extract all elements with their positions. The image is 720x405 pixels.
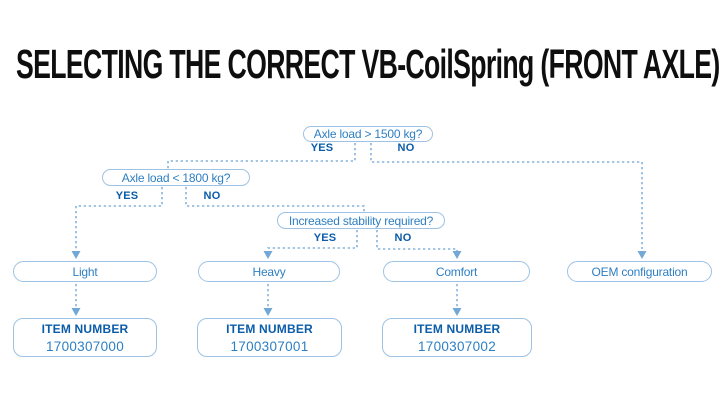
item-number-value: 1700307002	[417, 338, 497, 354]
no-label-3: NO	[394, 232, 412, 244]
decision-axle-load-1800: Axle load < 1800 kg?	[102, 169, 250, 186]
decision-question: Increased stability required?	[288, 213, 434, 228]
decision-axle-load-1500: Axle load > 1500 kg?	[303, 126, 433, 142]
option-label: Heavy	[252, 264, 286, 279]
item-number-value: 1700307001	[230, 338, 309, 354]
option-comfort: Comfort	[383, 261, 530, 282]
option-label: Light	[72, 264, 98, 279]
yes-label-3: YES	[313, 232, 337, 244]
option-heavy: Heavy	[198, 261, 340, 282]
item-number-box-3: ITEM NUMBER 1700307002	[382, 318, 532, 357]
item-number-heading: ITEM NUMBER	[41, 321, 129, 336]
item-number-box-2: ITEM NUMBER 1700307001	[197, 318, 342, 357]
no-label-2: NO	[203, 190, 221, 202]
option-label: OEM configuration	[591, 264, 688, 279]
page-title: SELECTING THE CORRECT VB-CoilSpring (FRO…	[16, 41, 720, 87]
item-number-heading: ITEM NUMBER	[413, 321, 501, 336]
decision-question: Axle load > 1500 kg?	[313, 127, 423, 141]
option-label: Comfort	[435, 264, 478, 279]
item-number-box-1: ITEM NUMBER 1700307000	[13, 318, 157, 357]
option-oem-configuration: OEM configuration	[567, 261, 712, 282]
option-light: Light	[13, 261, 157, 282]
arrowhead-icons	[71, 251, 647, 316]
item-number-heading: ITEM NUMBER	[226, 321, 313, 336]
item-number-value: 1700307000	[45, 338, 125, 354]
yes-label-1: YES	[310, 142, 334, 154]
decision-increased-stability: Increased stability required?	[277, 212, 445, 229]
no-label-1: NO	[397, 142, 415, 154]
yes-label-2: YES	[115, 190, 139, 202]
decision-question: Axle load < 1800 kg?	[121, 170, 231, 185]
